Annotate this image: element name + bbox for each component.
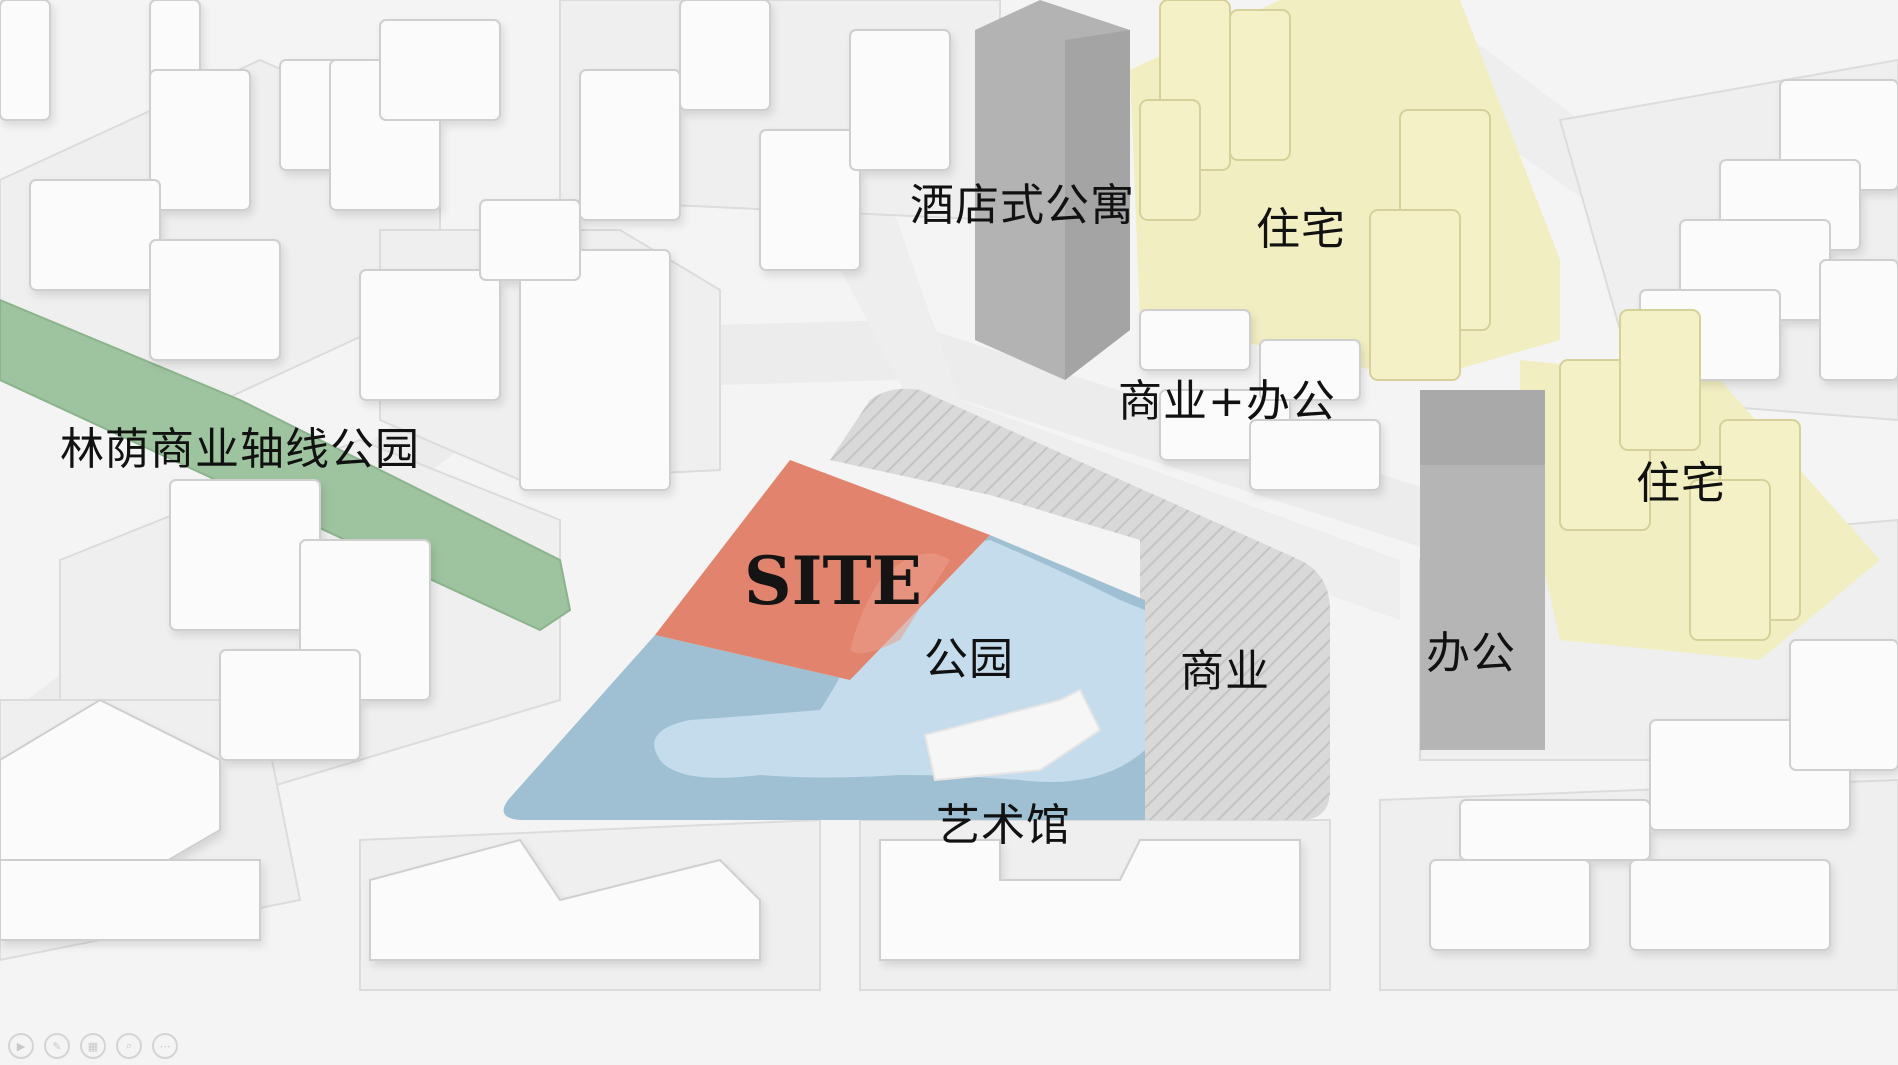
pen-icon[interactable]: ✎: [44, 1033, 70, 1059]
play-icon[interactable]: ▶: [8, 1033, 34, 1059]
residential-towers-east: [1559, 309, 1801, 641]
label-office: 办公: [1426, 628, 1516, 679]
label-residential-east: 住宅: [1636, 458, 1726, 509]
slideshow-toolbar: ▶ ✎ ▦ ⌕ ⋯: [8, 1033, 178, 1059]
residential-towers-north: [1139, 0, 1491, 381]
white-massing-buildings: [0, 0, 1898, 961]
label-site: SITE: [744, 542, 922, 620]
grid-icon[interactable]: ▦: [80, 1033, 106, 1059]
label-residential-north: 住宅: [1256, 204, 1346, 255]
label-hotel-apartment: 酒店式公寓: [910, 180, 1135, 231]
label-art-museum: 艺术馆: [936, 800, 1071, 851]
label-commercial-office: 商业+办公: [1118, 376, 1336, 427]
commercial-zone: [830, 388, 1330, 820]
hotel-apartment-tower: [975, 0, 1130, 380]
label-boulevard-park: 林荫商业轴线公园: [60, 424, 420, 475]
label-park: 公园: [924, 634, 1014, 685]
label-commercial: 商业: [1180, 646, 1270, 697]
site-zone: [655, 460, 990, 680]
art-museum-building: [923, 688, 1102, 782]
zoom-icon[interactable]: ⌕: [116, 1033, 142, 1059]
more-icon[interactable]: ⋯: [152, 1033, 178, 1059]
office-tower: [1420, 390, 1545, 750]
site-overlap: [850, 553, 950, 654]
site-parcel: [503, 388, 1330, 820]
